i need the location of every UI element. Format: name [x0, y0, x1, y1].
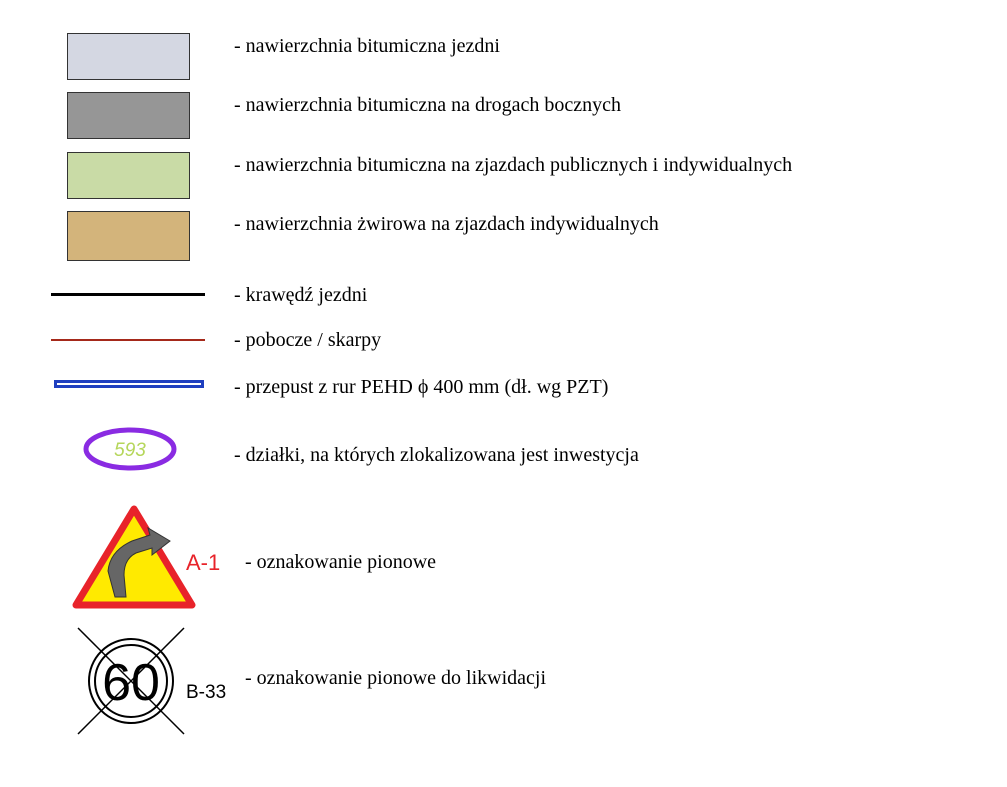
culvert-symbol: [54, 380, 204, 388]
swatch-gravel-driveways: [67, 211, 190, 261]
swatch-bitumen-driveways: [67, 152, 190, 199]
line-road-edge: [51, 293, 205, 296]
label-road-edge: - krawędź jezdni: [234, 284, 368, 306]
label-parcel: - działki, na których zlokalizowana jest…: [234, 444, 639, 466]
label-shoulder: - pobocze / skarpy: [234, 329, 382, 351]
warning-sign-a1-icon: [72, 505, 196, 609]
speed-limit-sign-b33-icon: 60: [77, 627, 185, 735]
label-sign-a1: - oznakowanie pionowe: [245, 551, 437, 573]
speed-limit-value: 60: [102, 654, 160, 712]
swatch-bitumen-road: [67, 33, 190, 80]
label-culvert: - przepust z rur PEHD ϕ 400 mm (dł. wg P…: [234, 376, 609, 398]
parcel-number: 593: [114, 440, 146, 461]
swatch-bitumen-side-roads: [67, 92, 190, 139]
parcel-symbol: 593: [83, 427, 177, 471]
sign-a1-code: A-1: [186, 550, 220, 575]
label-bitumen-side-roads: - nawierzchnia bitumiczna na drogach boc…: [234, 94, 622, 116]
label-bitumen-driveways: - nawierzchnia bitumiczna na zjazdach pu…: [234, 154, 793, 176]
sign-b33-code: B-33: [186, 682, 226, 703]
line-shoulder: [51, 339, 205, 341]
label-gravel-driveways: - nawierzchnia żwirowa na zjazdach indyw…: [234, 213, 659, 235]
label-sign-b33: - oznakowanie pionowe do likwidacji: [245, 667, 547, 689]
label-bitumen-road: - nawierzchnia bitumiczna jezdni: [234, 35, 500, 57]
